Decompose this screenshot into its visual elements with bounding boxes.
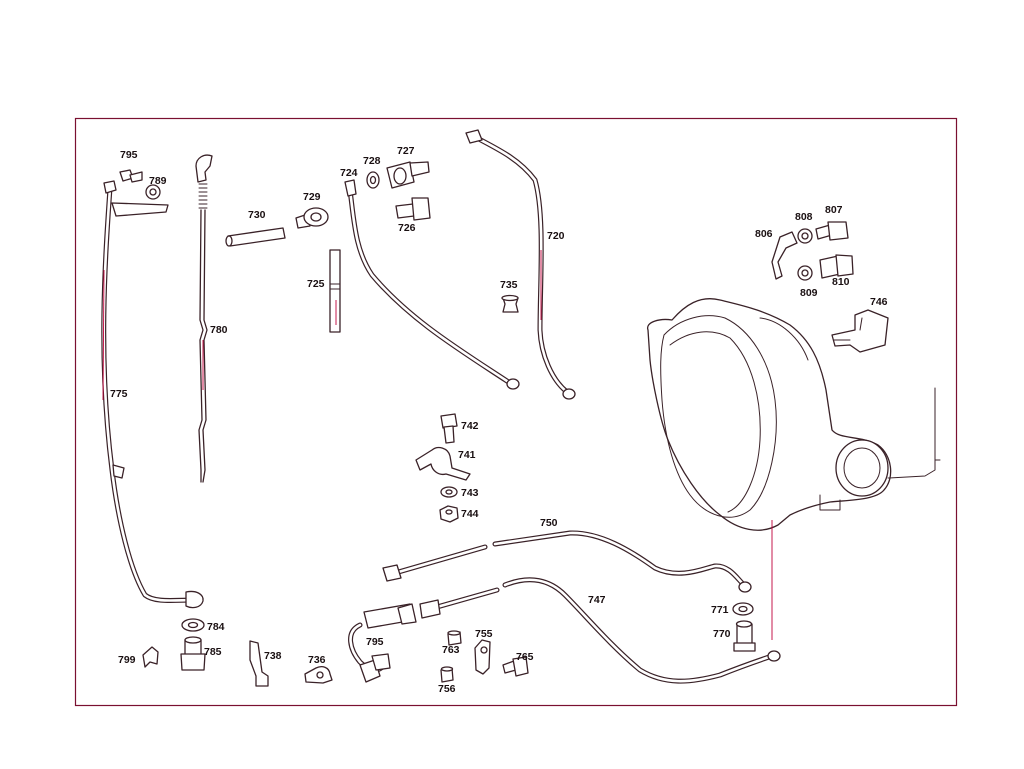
bushing-756 (440, 666, 454, 683)
rod-725 (329, 249, 341, 333)
bushing-763 (447, 630, 462, 646)
dipstick-guide-tube (101, 180, 204, 609)
fitting-810 (819, 254, 854, 279)
label-720: 720 (547, 230, 565, 242)
bolt-789 (119, 169, 143, 183)
label-738: 738 (264, 650, 282, 662)
fitting-807 (815, 221, 849, 241)
label-784: 784 (207, 621, 225, 633)
label-806: 806 (755, 228, 773, 240)
label-724: 724 (340, 167, 358, 179)
label-770: 770 (713, 628, 731, 640)
washer-728 (366, 171, 380, 189)
washer-808 (797, 228, 813, 244)
hose-795 (348, 603, 417, 683)
label-788: 789 (149, 175, 167, 187)
label-789: 795 (120, 149, 138, 161)
washer-784 (181, 618, 205, 632)
label-746: 746 (870, 296, 888, 308)
label-747: 747 (588, 594, 606, 606)
label-741: 741 (458, 449, 476, 461)
fitting-727 (386, 161, 430, 189)
fitting-726 (395, 197, 431, 221)
diagram-frame (74, 117, 958, 707)
label-763: 763 (442, 644, 460, 656)
bolt-742 (440, 413, 458, 444)
label-755: 755 (475, 628, 493, 640)
line-724 (344, 179, 520, 390)
label-742: 742 (461, 420, 479, 432)
spool-735 (501, 294, 519, 313)
bolt-765 (502, 656, 529, 677)
label-736: 736 (308, 654, 326, 666)
label-780: 780 (210, 324, 228, 336)
banjo-729 (295, 207, 329, 229)
label-727: 727 (397, 145, 415, 157)
line-747 (419, 577, 781, 684)
label-775: 775 (110, 388, 128, 400)
label-744: 744 (461, 508, 479, 520)
label-799: 799 (118, 654, 136, 666)
line-750 (382, 530, 752, 593)
label-730: 730 (248, 209, 266, 221)
label-756: 756 (438, 683, 456, 695)
label-808: 808 (795, 211, 813, 223)
label-795: 795 (366, 636, 384, 648)
bracket-806 (771, 231, 798, 280)
nut-744 (439, 505, 459, 523)
label-726: 726 (398, 222, 416, 234)
label-771: 771 (711, 604, 729, 616)
dipstick-780 (195, 154, 213, 483)
label-809: 809 (800, 287, 818, 299)
label-807: 807 (825, 204, 843, 216)
clamp-741 (415, 446, 471, 481)
pin-730 (225, 227, 286, 247)
label-810: 810 (832, 276, 850, 288)
label-725: 725 (307, 278, 325, 290)
label-728: 728 (363, 155, 381, 167)
label-765: 765 (516, 651, 534, 663)
washer-809 (797, 265, 813, 281)
fitting-785 (180, 636, 206, 671)
clamp-755 (474, 639, 491, 675)
washer-771 (732, 602, 754, 616)
washer-743 (440, 486, 458, 498)
bracket-738 (249, 640, 269, 687)
clip-799 (142, 646, 159, 668)
label-729: 729 (303, 191, 321, 203)
bracket-746 (831, 309, 889, 353)
clamp-736 (304, 666, 333, 684)
line-720 (465, 129, 576, 400)
label-735: 735 (500, 279, 518, 291)
nut-788 (145, 184, 161, 200)
fitting-770 (733, 620, 756, 652)
transmission-housing (647, 298, 941, 640)
label-743: 743 (461, 487, 479, 499)
label-750: 750 (540, 517, 558, 529)
label-785: 785 (204, 646, 222, 658)
